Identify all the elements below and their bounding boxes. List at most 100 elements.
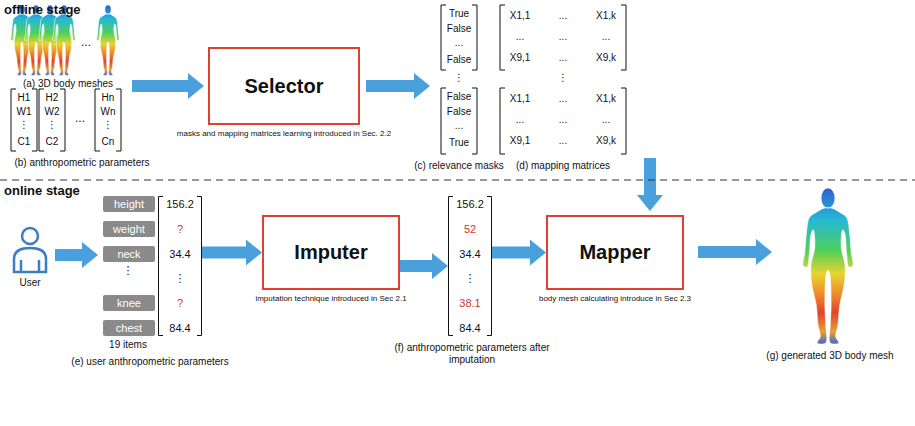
vector-entry: X9,1 [510,135,531,147]
vector-entry: ⋮ [47,119,57,131]
vector-value: ⋮ [465,270,476,286]
figure-caption: (g) generated 3D body mesh [766,350,893,362]
flow-arrow [366,73,430,99]
vector-entry: X1,k [596,93,616,105]
vector-entry: X9,1 [510,52,531,64]
ellipsis-mark: ⋮ [123,264,134,277]
vector-bracket [500,5,626,70]
vector-entry: W1 [17,106,32,118]
ellipsis-mark: ⋮ [454,72,464,84]
vector-entry: H2 [46,92,59,104]
vector-entry: W2 [45,106,60,118]
body-mesh [803,188,853,344]
vector-entry: ... [516,31,524,43]
figure-caption: (a) 3D body meshes [23,78,113,90]
vector-bracket [449,197,492,336]
process-box: Mapper [546,215,684,290]
value-vector: 156.2 52 34.4 ⋮ 38.1 84.4 [448,196,492,336]
vector-entry: X1,1 [510,10,531,22]
vector-bracket [500,88,626,154]
vector-entry: ... [559,114,567,126]
node-label: chest [116,322,142,334]
node-label: neck [117,248,140,260]
vector-bracket [448,196,492,336]
vector-entry: C2 [46,136,59,148]
node-label: knee [117,297,141,309]
ellipsis-mark: ... [75,112,85,126]
vector-bracket [39,89,65,151]
vector-entry: X9,k [596,135,616,147]
vector-entry: X1,1 [510,93,531,105]
stage-title: online stage [4,184,80,199]
figure-caption: (e) user anthropometric parameters [71,356,228,368]
vector-value: 156.2 [166,196,194,212]
vector-entry: X9,k [596,52,616,64]
value-vector: 156.2? 34.4 ⋮? 84.4 [158,196,202,336]
user-icon [22,228,38,244]
vector-entry: ⋮ [19,119,29,131]
vector-entry: ⋮ [103,119,113,131]
vector-entry: Hn [102,92,115,104]
flow-arrow [492,247,530,259]
parameter-tag: weight [103,221,155,237]
flow-arrow [400,260,432,272]
vector-entry: ... [455,37,463,49]
vector-entry: False [447,106,471,118]
flow-arrow [202,247,246,259]
vector-value: 84.4 [169,320,190,336]
method-note: body mesh calculating introduce in Sec 2… [539,294,691,303]
vector-value: 84.4 [459,320,480,336]
parameter-tag: knee [103,295,155,311]
figure-caption: (b) anthropometric parameters [14,157,149,169]
node-label: Imputer [294,241,367,264]
vector-entry: ... [516,114,524,126]
vector-entry: True [449,137,469,149]
vector-entry: Cn [102,136,115,148]
parameter-tag: height [103,196,155,212]
vector-entry: False [447,91,471,103]
node-label: Selector [245,75,324,98]
vector-entry: ... [559,31,567,43]
vector-bracket [158,196,202,336]
method-note: masks and mapping matrices learning intr… [177,129,391,138]
vector-entry: ... [559,135,567,147]
vector-entry: H1 [18,92,31,104]
vector-value: 156.2 [456,196,484,212]
vector-bracket [95,89,121,151]
vector-entry: ... [559,52,567,64]
vector-bracket [11,89,37,151]
vector-entry: ... [455,120,463,132]
vector-entry: ... [559,93,567,105]
vector-value: ⋮ [175,270,186,286]
figure-caption: (f) anthropometric parameters after impu… [387,342,557,365]
vector-entry: ... [602,114,610,126]
process-box: Selector [208,47,360,125]
vector-entry: C1 [18,136,31,148]
flow-arrow [55,242,98,268]
vector-value: 52 [464,221,476,237]
user-icon [14,248,46,272]
vector-entry: False [447,23,471,35]
method-note: imputation technique introduced in Sec 2… [255,294,406,303]
method-note: 19 items [109,339,147,351]
process-box: Imputer [262,215,400,290]
vector-entry: False [447,54,471,66]
vector-entry: X1,k [596,10,616,22]
vector-entry: ... [602,31,610,43]
parameter-tag: chest [103,320,155,336]
vector-value: ? [177,221,183,237]
flow-arrow [637,158,663,211]
vector-entry: True [449,8,469,20]
vector-bracket [441,88,477,154]
user-label: User [19,277,40,289]
figure-caption: (d) mapping matrices [516,160,610,172]
vector-value: 34.4 [169,246,190,262]
ellipsis-mark: ... [81,36,91,50]
vector-bracket [159,197,202,336]
vector-value: 38.1 [459,295,480,311]
vector-value: 34.4 [459,246,480,262]
node-label: height [114,198,144,210]
vector-value: ? [177,295,183,311]
figure-caption: (c) relevance masks [414,160,503,172]
